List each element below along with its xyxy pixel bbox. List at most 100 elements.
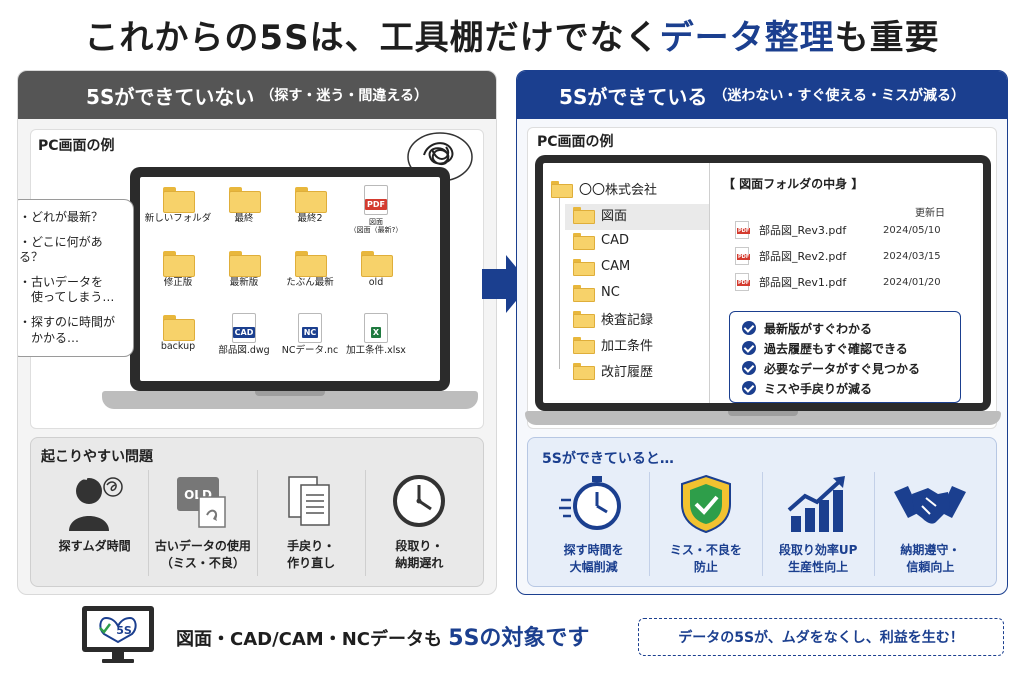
check-circle-icon [742,321,756,335]
file-item[interactable]: backup [146,311,210,373]
check-item: ミスや手戻りが減る [742,378,950,398]
benefits-title: 5Sができていると… [542,451,674,467]
tree-item-label: 図面 [601,208,628,224]
confusion-bubble: ・どれが最新？・どこに何がある？・古いデータを 使ってしまう…・探すのに時間が … [18,199,134,358]
tree-item[interactable]: CAM [551,253,657,279]
file-type-tag: NC [301,327,319,338]
growth-chart-icon [787,476,846,533]
check-circle-icon [742,381,756,395]
file-item[interactable]: 最新版 [212,247,276,309]
pane-divider [709,163,710,403]
tree-item[interactable]: 加工条件 [551,331,657,357]
folder-icon [229,187,261,213]
problems-list: 探すムダ時間 OLD 古いデータの使用（ミス・不良） [41,470,473,576]
benefit-label: 納期遵守・信頼向上 [900,543,961,575]
bad-5s-header: 5Sができていない （探す・迷う・間違える） [18,71,496,119]
folder-icon [573,336,595,354]
benefits-list: 探す時間を大幅削減 ミス・不良を防止 [538,472,986,576]
folder-content-title: 【 図面フォルダの中身 】 [723,177,864,191]
tree-item[interactable]: 検査記録 [551,305,657,331]
folder-tree: 〇〇株式会社図面 CAD CAM NC 検査記録加工条件改訂履歴 [551,175,657,383]
tree-item-label: 改訂履歴 [601,364,654,380]
tree-item[interactable]: CAD [551,227,657,253]
file-type-tag: CAD [232,327,256,338]
folder-icon [361,251,393,277]
file-label: 最新版 [229,277,259,288]
monitor-5s-icon: 5S [82,606,154,663]
file-label: 修正版 [163,277,193,288]
folder-icon [573,310,595,328]
good-5s-header: 5Sができている （迷わない・すぐ使える・ミスが減る） [517,71,1007,119]
benefit-item: ミス・不良を防止 [650,472,763,576]
benefit-item: 探す時間を大幅削減 [538,472,651,576]
problem-item: 手戻り・作り直し [258,470,366,576]
file-item[interactable]: NC NCデータ.nc [278,311,342,373]
tree-item-label: 検査記録 [601,312,654,328]
handshake-icon [894,486,967,524]
file-label: backup [160,341,196,352]
check-item: 過去履歴もすぐ確認できる [742,338,950,358]
folder-icon [163,315,195,341]
pdf-icon [735,273,751,291]
shield-check-icon [680,475,731,534]
file-type-tag: PDF [365,199,387,210]
pdf-file-date: 2024/01/20 [883,276,941,288]
folder-icon [573,206,595,224]
problem-label: 古いデータの使用（ミス・不良） [154,539,251,570]
bubble-item: ・探すのに時間が かかる… [19,314,116,345]
title-highlight: データ整理 [659,18,835,58]
tree-item-label: CAM [601,258,631,274]
tree-line [559,197,560,369]
check-item: 最新版がすぐわかる [742,318,950,338]
file-item[interactable]: 修正版 [146,247,210,309]
file-item[interactable]: たぶん最新 [278,247,342,309]
tree-item-label: NC [601,284,620,300]
file-label: 部品図.dwg [218,345,270,356]
pdf-file-date: 2024/05/10 [883,224,941,236]
file-label: NCデータ.nc [281,345,339,356]
good-pc-label: PC画面の例 [537,134,614,150]
laptop-base-bad [102,391,478,409]
folder-icon [573,258,595,276]
bubble-item: ・どこに何がある？ [19,234,103,265]
file-label: 加工条件.xlsx [346,345,406,356]
file-label: 最終 [234,213,254,224]
file-item[interactable]: CAD 部品図.dwg [212,311,276,373]
benefits-box: 5Sができていると… 探す時間を大幅削減 [527,437,997,587]
good-5s-heading: 5Sができている [559,84,708,109]
folder-icon [573,232,595,250]
check-item-label: ミスや手戻りが減る [764,381,873,396]
clock-icon [393,475,446,527]
bottom-message: 図面・CAD/CAM・NCデータも 5Sの対象です [176,620,589,652]
file-item[interactable]: 新しいフォルダ [144,183,212,245]
tree-item[interactable]: 〇〇株式会社 [551,175,657,201]
date-header: 更新日 [915,208,945,219]
pdf-icon [735,247,751,265]
pdf-file-icon: PDF [364,185,388,215]
good-5s-panel: 5Sができている （迷わない・すぐ使える・ミスが減る） PC画面の例 〇〇株式会… [516,70,1008,595]
tree-item-label: CAD [601,232,629,248]
check-circle-icon [742,341,756,355]
file-label: old [368,277,384,288]
benefit-label: ミス・不良を防止 [669,543,742,575]
tree-item-label: 〇〇株式会社 [579,182,658,198]
problem-item: OLD 古いデータの使用（ミス・不良） [149,470,258,576]
tree-item[interactable]: 図面 [551,201,657,227]
folder-icon [163,187,195,213]
file-item[interactable]: old [344,247,408,309]
file-label: 新しいフォルダ [144,213,212,224]
bad-pc-label: PC画面の例 [38,138,115,154]
tree-item[interactable]: NC [551,279,657,305]
file-item[interactable]: 最終 [212,183,276,245]
tree-item[interactable]: 改訂履歴 [551,357,657,383]
stressed-person-icon [68,477,123,531]
problem-label: 探すムダ時間 [58,539,131,553]
file-item[interactable]: 最終2 [278,183,342,245]
